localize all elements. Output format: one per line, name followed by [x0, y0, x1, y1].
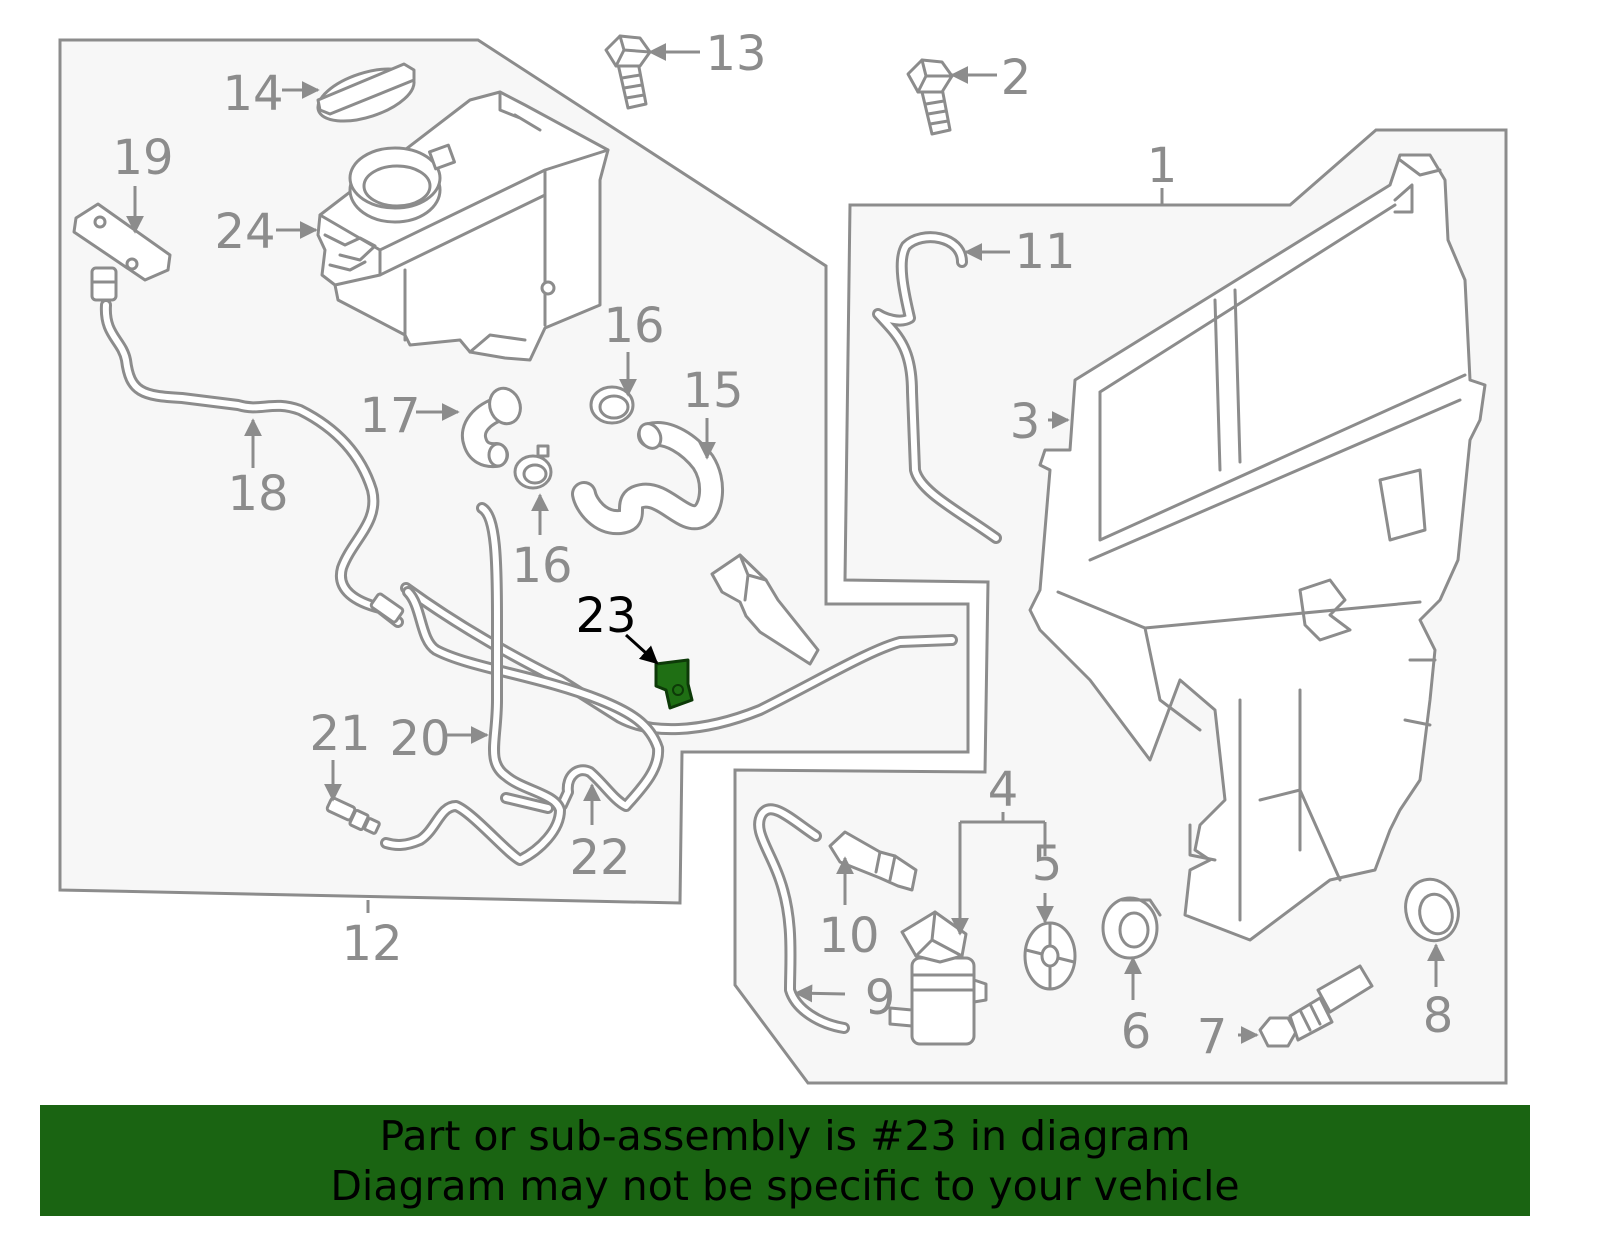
- callout-10: 10: [818, 908, 879, 964]
- callout-24: 24: [214, 204, 275, 260]
- part-11-hose: [872, 231, 1002, 544]
- callout-3: 3: [1010, 394, 1041, 450]
- callout-4: 4: [988, 762, 1019, 818]
- callout-21: 21: [309, 706, 370, 762]
- part-8-grommet: [1404, 877, 1460, 943]
- callout-14: 14: [222, 66, 283, 122]
- part-13-bolt: [604, 34, 652, 110]
- callout-labels: 1 2 3 4 5 6 7 8 9 10 11 12 13 14 15 16 1…: [112, 26, 1453, 1065]
- part-24-reservoir: [316, 90, 610, 362]
- part-6-grommet: [1101, 896, 1162, 960]
- leader-9: [794, 984, 846, 1003]
- callout-18: 18: [227, 466, 288, 522]
- callout-11: 11: [1014, 224, 1075, 280]
- part-21-connector: [325, 796, 381, 835]
- part-14-cap: [316, 62, 416, 123]
- callout-23-highlighted: 23: [575, 588, 636, 644]
- part-17-elbow: [460, 386, 522, 469]
- part-5-seal: [1023, 921, 1077, 991]
- leader-lines: [126, 43, 1445, 1044]
- part-7-level-sensor: [1258, 964, 1374, 1048]
- callout-22: 22: [569, 830, 630, 886]
- leader-23: [624, 633, 659, 665]
- part-4-washer-pump: [888, 910, 988, 1046]
- part-22-hose: [400, 582, 958, 812]
- part-9-hose: [753, 803, 850, 1034]
- callout-16-lower: 16: [511, 538, 572, 594]
- callout-15: 15: [682, 363, 743, 419]
- callout-9: 9: [865, 970, 896, 1026]
- callout-20: 20: [389, 711, 450, 767]
- callout-5: 5: [1032, 836, 1063, 892]
- callout-7: 7: [1197, 1009, 1228, 1065]
- callout-17: 17: [359, 388, 420, 444]
- callout-8: 8: [1423, 988, 1454, 1044]
- callout-13: 13: [705, 26, 766, 82]
- part-16-clamp-lower: [513, 444, 553, 490]
- notice-line-disclaimer: Diagram may not be specific to your vehi…: [330, 1162, 1240, 1210]
- part-3-washer-reservoir: [1028, 153, 1487, 942]
- callout-6: 6: [1121, 1004, 1152, 1060]
- part-18-sensor-harness: [90, 266, 405, 628]
- highlighted-part-23: [654, 658, 694, 710]
- callout-19: 19: [112, 130, 173, 186]
- part-2-bolt: [906, 58, 954, 136]
- leader-4-bracket: [951, 812, 1047, 936]
- callout-2: 2: [1001, 50, 1032, 106]
- hose-bracket: [710, 553, 820, 666]
- part-19-bracket: [72, 202, 172, 282]
- callout-1: 1: [1147, 138, 1178, 194]
- callout-16-upper: 16: [603, 298, 664, 354]
- callout-12: 12: [341, 916, 402, 972]
- notice-line-part-number: Part or sub-assembly is #23 in diagram: [379, 1112, 1191, 1160]
- part-20-hose: [380, 502, 566, 866]
- notice-banner: Part or sub-assembly is #23 in diagram D…: [40, 1105, 1530, 1216]
